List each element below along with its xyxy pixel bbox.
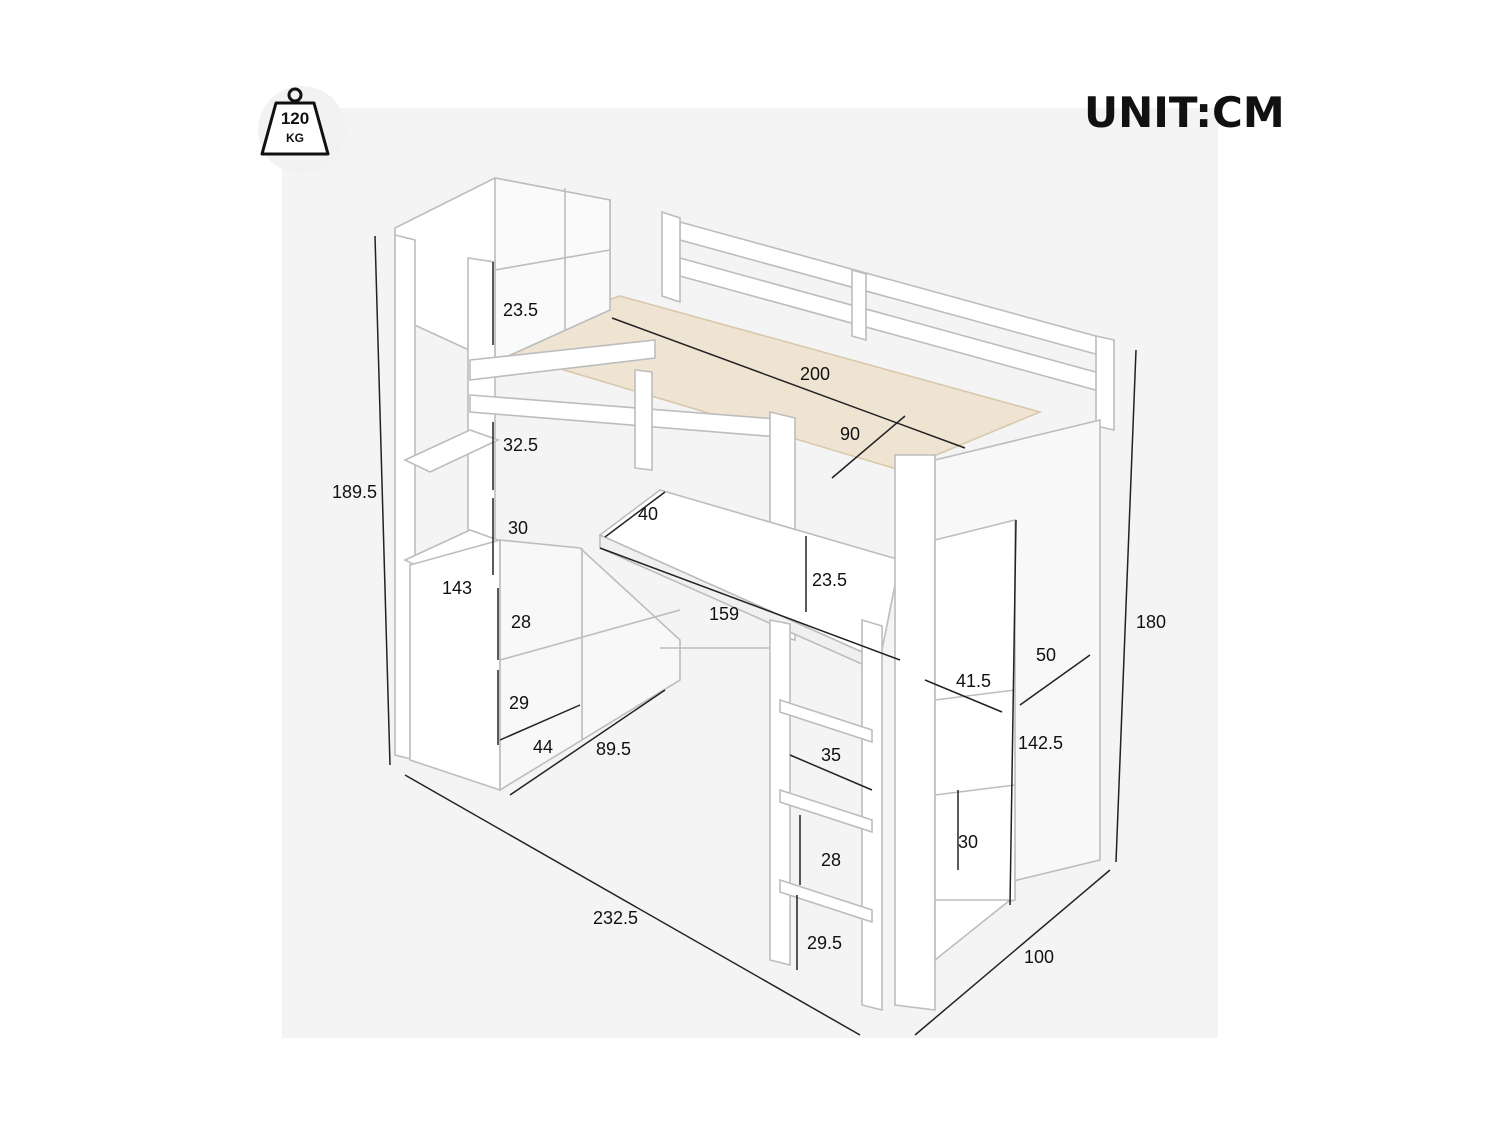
dim-shelf-width: 89.5 — [596, 739, 631, 759]
dimension-lines — [374, 235, 1137, 1036]
dim-desk-depth: 40 — [638, 504, 658, 524]
wardrobe-opening — [934, 518, 1016, 922]
side-shelf-1 — [403, 429, 501, 473]
dim-mattress-length: 200 — [800, 364, 830, 384]
wardrobe-base — [934, 899, 1013, 962]
dim-desk-gap: 23.5 — [812, 570, 847, 590]
dim-mattress-width: 90 — [840, 424, 860, 444]
dim-ladder-step: 28 — [821, 850, 841, 870]
dim-wardrobe-width: 50 — [1036, 645, 1056, 665]
weight-unit: KG — [286, 131, 304, 145]
dim-shelf-top: 23.5 — [503, 300, 538, 320]
dimension-labels: 189.5 232.5 100 180 200 90 23.5 32.5 30 … — [332, 300, 1166, 967]
top-bookcase-shelf — [494, 249, 611, 271]
weight-value: 120 — [280, 109, 310, 128]
lower-bookcase-front — [499, 539, 681, 792]
lower-bookcase-shelf — [499, 609, 681, 661]
ladder-rung-1 — [779, 698, 873, 744]
back-post-mid — [851, 268, 867, 342]
wardrobe-shelf-1 — [934, 689, 1016, 701]
dim-shelf-1: 32.5 — [503, 435, 538, 455]
dim-ladder-bottom: 29.5 — [807, 933, 842, 953]
ladder-rung-3 — [779, 878, 873, 924]
weight-icon — [258, 86, 346, 174]
dim-wardrobe-depth: 41.5 — [956, 671, 991, 691]
dim-shelf-4: 29 — [509, 693, 529, 713]
weight-capacity-badge: 120 KG — [256, 84, 346, 176]
dim-wardrobe-height: 142.5 — [1018, 733, 1063, 753]
wardrobe-shelf-2 — [934, 784, 1016, 796]
dim-shelf-2: 30 — [508, 518, 528, 538]
dim-ladder-width: 35 — [821, 745, 841, 765]
dim-shelf-3: 28 — [511, 612, 531, 632]
dim-shelf-tower-height: 143 — [442, 578, 472, 598]
dim-depth: 100 — [1024, 947, 1054, 967]
dim-shelf-depth: 44 — [533, 737, 553, 757]
dim-wardrobe-shelf: 30 — [958, 832, 978, 852]
back-post-right — [1095, 335, 1115, 431]
wardrobe-front-post — [894, 454, 936, 1011]
dim-right-height: 180 — [1136, 612, 1166, 632]
dim-total-height: 189.5 — [332, 482, 377, 502]
back-post-left — [661, 210, 681, 304]
front-rail-top — [469, 339, 656, 381]
unit-label: UNIT:CM — [1084, 88, 1285, 137]
dim-total-length: 232.5 — [593, 908, 638, 928]
ladder-rung-2 — [779, 788, 873, 834]
front-rail-post — [634, 369, 653, 471]
bed-structure — [394, 177, 1115, 1012]
ladder-right-rail — [861, 618, 883, 1012]
dim-desk-width: 159 — [709, 604, 739, 624]
